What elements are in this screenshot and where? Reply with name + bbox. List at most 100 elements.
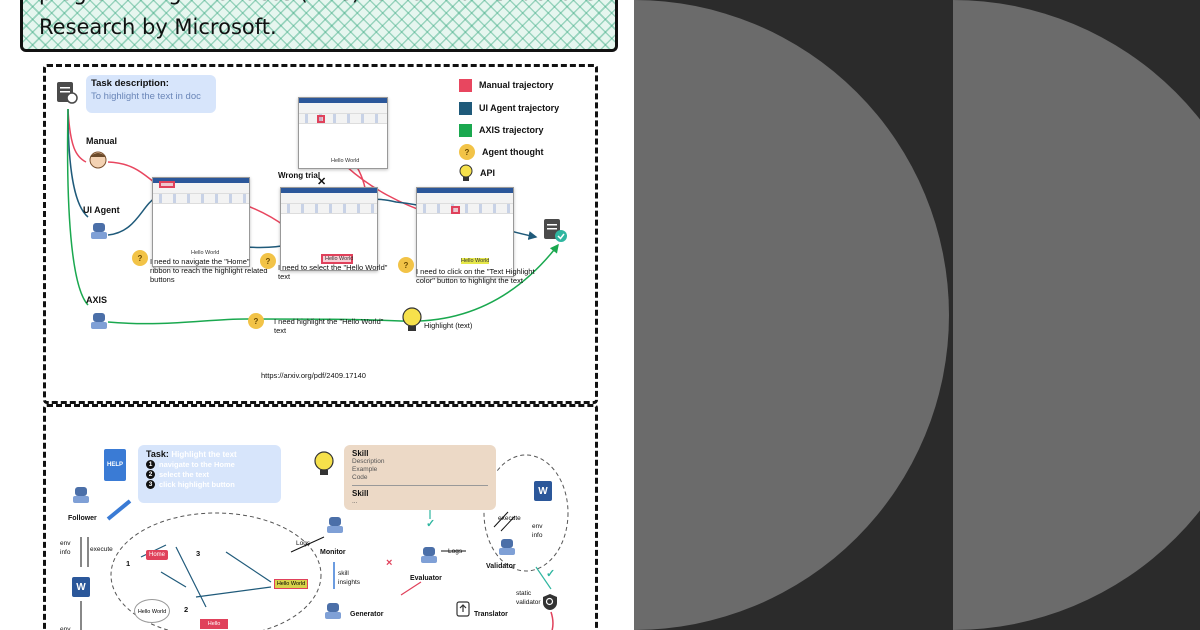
task-title: Task:: [146, 449, 169, 459]
exploration-ellipse: [110, 512, 322, 630]
legend-label: Agent thought: [482, 147, 544, 157]
hello-world-selected: Hello World: [200, 619, 228, 629]
legend-swatch-blue: [459, 101, 472, 115]
legend-swatch-red: [459, 78, 472, 92]
legend-label: AXIS trajectory: [479, 125, 544, 135]
home-tab-highlight: [159, 181, 175, 188]
wrong-trial-x-icon: ✕: [317, 176, 327, 188]
trajectory-panel: Task description: To highlight the text …: [43, 64, 598, 404]
validator-robot-icon: [498, 539, 516, 555]
validator-ellipse: [483, 454, 569, 572]
highlight-button-highlight: [451, 206, 460, 214]
header-line-2: Research by Microsoft.: [39, 15, 277, 39]
static-validator-label: static validator: [516, 590, 541, 606]
validator-env-info-label: env info: [532, 523, 543, 539]
legend-ui-agent: UI Agent trajectory: [459, 100, 559, 116]
gray-half-disc-2: [953, 0, 1200, 630]
step-number-1: 1: [126, 559, 131, 568]
thought-3: I need to click on the "Text Highlight c…: [416, 267, 535, 285]
thought-4: I need highlight the "Hello World" text: [274, 317, 384, 335]
generator-robot-icon: [324, 603, 342, 619]
evaluator-cross-icon: ×: [386, 557, 393, 569]
evaluator-check-icon: ✓: [426, 518, 436, 530]
upload-icon: [456, 601, 470, 617]
axis-trajectory: [107, 243, 559, 325]
row-label-axis: AXIS: [86, 295, 108, 305]
doc-text: Hello World: [191, 250, 220, 256]
wrong-trial-label: Wrong trial: [278, 171, 321, 180]
api-call-label: Highlight (text): [424, 321, 473, 330]
legend-label: UI Agent trajectory: [479, 103, 560, 113]
validator-execute-label: execute: [498, 515, 521, 522]
right-panel-2: [953, 0, 1200, 630]
task-description-box: Task description: To highlight the text …: [86, 75, 216, 113]
legend-swatch-green: [459, 123, 472, 137]
person-icon: [89, 151, 107, 169]
translator-label: Translator: [474, 611, 508, 618]
hello-world-highlighted: Hello World: [274, 579, 308, 589]
thinking-face-icon: ?: [260, 253, 276, 269]
skill-more: ...: [352, 498, 358, 505]
word-screenshot-wrong: Hello World: [298, 97, 388, 169]
lightbulb-icon: [402, 307, 422, 331]
doc-text: Hello World: [325, 256, 354, 262]
thinking-face-icon: ?: [132, 250, 148, 266]
hello-world-selection: [321, 254, 353, 264]
env-info-label: env info: [60, 540, 71, 556]
axis-robot-icon: [90, 313, 108, 329]
skill-field-example: Example: [352, 466, 378, 473]
gray-half-disc-1: [634, 0, 949, 630]
skill-field-code: Code: [352, 474, 368, 481]
thinking-face-icon: ?: [459, 144, 475, 160]
doc-text-highlighted: Hello World: [461, 258, 490, 264]
header-banner: programming interfaces (APIs) rather tha…: [20, 0, 618, 52]
right-panel-1: [634, 0, 949, 630]
row-label-ui-agent: UI Agent: [83, 205, 120, 215]
legend-axis: AXIS trajectory: [459, 122, 544, 138]
step-number-3: 3: [196, 549, 201, 558]
thinking-face-icon: ?: [398, 257, 414, 273]
logs-label-1: Logs: [296, 540, 311, 547]
framework-arrows: [80, 454, 569, 630]
legend-api: API: [459, 164, 496, 181]
hello-world-node: Hello World: [134, 599, 170, 623]
document-check-icon: [544, 219, 567, 242]
validator-check-icon: ✓: [546, 568, 556, 580]
ui-agent-robot-icon: [90, 223, 108, 239]
logs-label-2: Logs: [448, 548, 463, 555]
wrong-button-highlight: [317, 115, 325, 123]
manual-trajectory-start: [67, 108, 87, 163]
execute-label: execute: [90, 546, 113, 553]
env-label: env: [60, 626, 71, 630]
legend-label: API: [480, 168, 496, 178]
help-book-icon: HELP: [104, 449, 126, 481]
thought-1: I need to navigate the "Home" ribbon to …: [150, 257, 268, 284]
generator-label: Generator: [350, 611, 384, 618]
thought-2: I need to select the "Hello World" text: [278, 263, 388, 281]
row-label-manual: Manual: [86, 136, 118, 146]
word-app-icon: W: [72, 577, 90, 597]
word-screenshot-2: Hello World: [280, 187, 378, 271]
monitor-label: Monitor: [320, 549, 346, 556]
skill-box: Skill Description Example Code Skill ...: [344, 445, 496, 510]
arxiv-url: https://arxiv.org/pdf/2409.17140: [261, 371, 366, 380]
follower-robot-icon: [72, 487, 90, 503]
follower-label: Follower: [68, 515, 97, 522]
thinking-face-icon: ?: [248, 313, 264, 329]
legend-manual: Manual trajectory: [459, 77, 554, 93]
poster: programming interfaces (APIs) rather tha…: [0, 0, 634, 630]
magnifier-shield-icon: [543, 594, 557, 610]
evaluator-label: Evaluator: [410, 575, 442, 582]
word-screenshot-1: Hello World: [152, 177, 250, 267]
header-line-1: programming interfaces (APIs) rather tha…: [39, 0, 609, 10]
skill-insights-label: skill insights: [338, 570, 361, 586]
skill-title-2: Skill: [352, 489, 369, 498]
step-number-2: 2: [184, 605, 189, 614]
axis-trajectory-start: [66, 108, 89, 306]
task-description-text: To highlight the text in doc: [91, 91, 201, 102]
